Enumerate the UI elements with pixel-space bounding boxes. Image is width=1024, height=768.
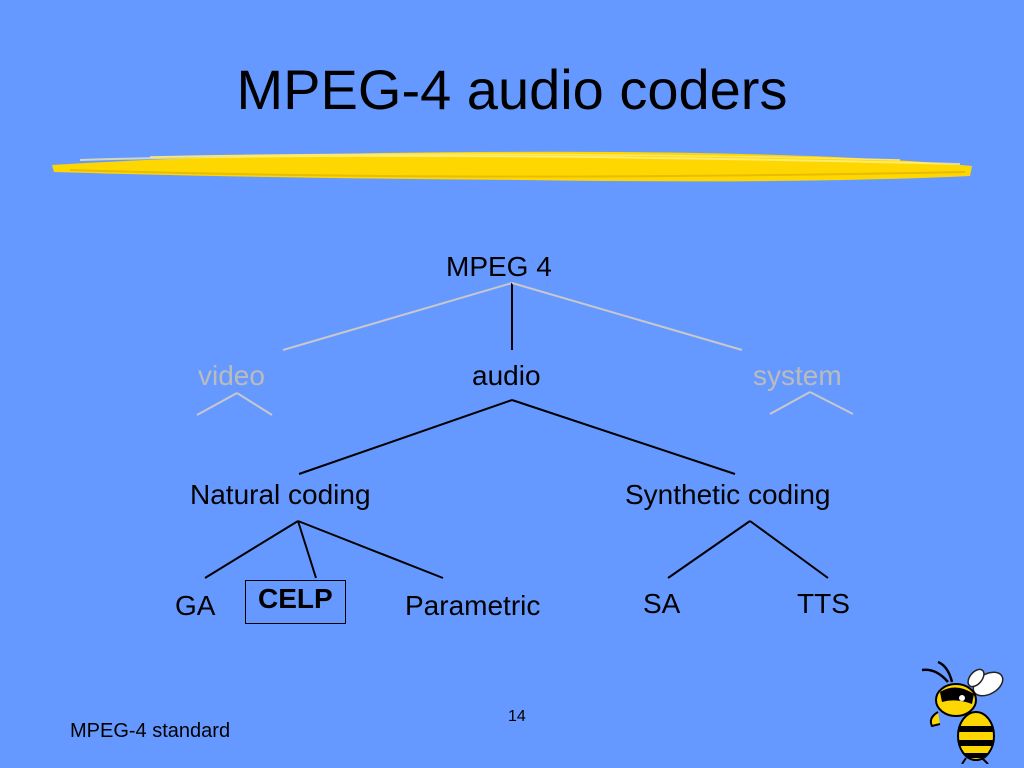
highlighter-stroke: [52, 151, 972, 182]
node-system: system: [753, 360, 842, 391]
node-mpeg4: MPEG 4: [446, 251, 552, 282]
node-sa: SA: [643, 588, 681, 619]
footer-text: MPEG-4 standard: [70, 720, 231, 742]
node-audio: audio: [472, 360, 541, 391]
node-tts: TTS: [797, 588, 850, 619]
node-celp: CELP: [245, 580, 346, 624]
node-video: video: [198, 360, 265, 391]
node-ga: GA: [175, 590, 216, 621]
page-number: 14: [508, 708, 526, 725]
node-synthetic-coding: Synthetic coding: [625, 479, 831, 510]
node-natural-coding: Natural coding: [190, 479, 371, 510]
yellow-jacket-bee-icon: [921, 660, 1004, 764]
node-parametric: Parametric: [405, 590, 541, 621]
slide-title: MPEG-4 audio coders: [236, 58, 788, 121]
